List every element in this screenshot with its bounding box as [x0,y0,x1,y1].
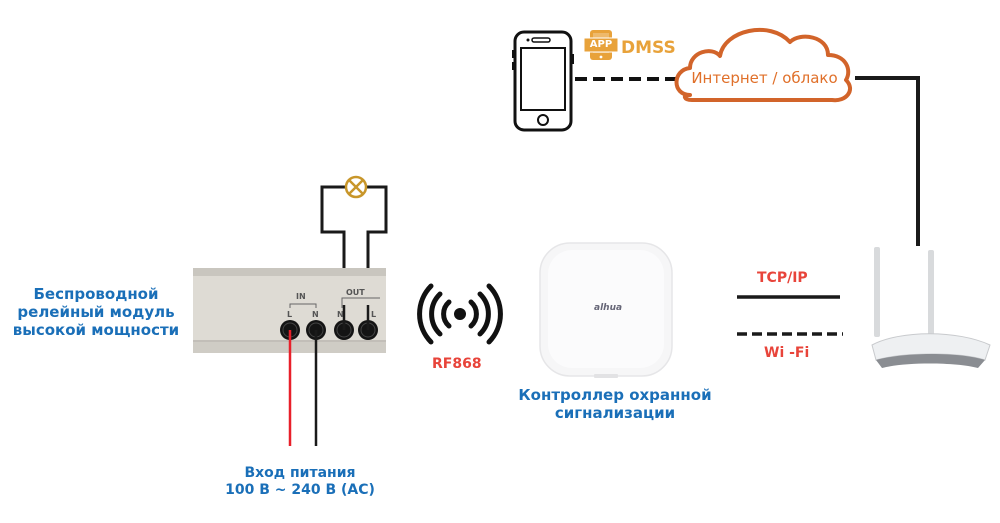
app-name: DMSS [621,38,676,58]
relay-module [193,268,386,353]
controller-label-line: сигнализации [554,404,676,422]
terminal-label-in-n: N [312,310,319,319]
power-input-label: Вход питания 100 В ~ 240 В (AC) [190,465,410,499]
out-group-label: OUT [346,288,365,297]
app-icon [583,30,619,60]
controller-label-line: Контроллер охранной [518,386,712,404]
lamp-icon [344,175,368,199]
controller-brand-logo: alhua [594,303,623,313]
wireless-signal-icon [417,283,503,345]
rf-label: RF868 [432,356,482,372]
lamp-wire [320,185,346,307]
cloud-icon [674,27,852,103]
power-input-line2: 100 В ~ 240 В (AC) [225,482,375,498]
relay-module-label: Беспроводной релейный модуль высокой мощ… [0,285,192,339]
smartphone-icon [512,30,574,132]
terminal-label-out-n: N [337,310,344,319]
cloud-label: Интернет / облако [691,69,838,87]
relay-module-label-line: релейный модуль [17,303,175,321]
power-input-line1: Вход питания [244,465,356,481]
controller-label: Контроллер охранной сигнализации [505,386,725,422]
lamp-wire [366,185,388,307]
app-badge: APP [589,39,613,50]
terminal-label-out-l: L [371,310,377,319]
router-device [871,247,991,368]
relay-module-label-line: Беспроводной [33,285,159,303]
relay-module-label-line: высокой мощности [12,321,180,339]
legend-tcpip-label: TCP/IP [757,270,808,286]
tcpip-link-cloud-router [855,76,920,246]
terminal-label-in-l: L [287,310,293,319]
in-group-label: IN [296,292,306,301]
legend-wifi-label: Wi -Fi [764,345,810,361]
alarm-controller-device [539,242,673,378]
